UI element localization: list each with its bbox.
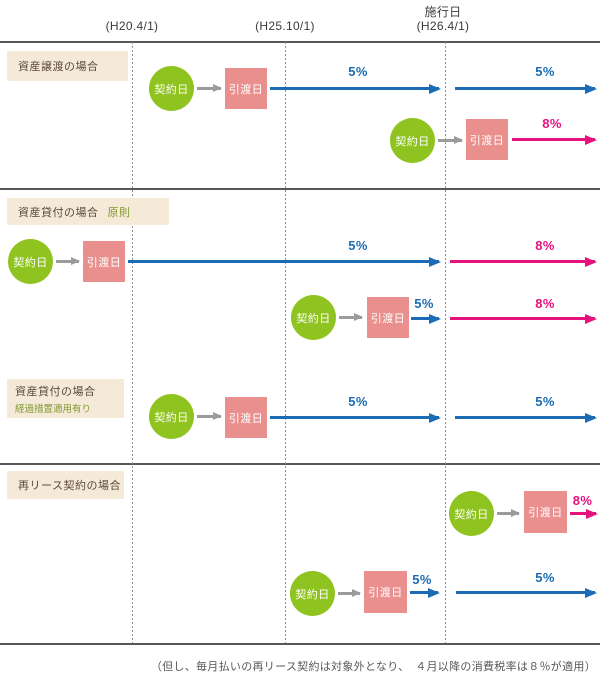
delivery-date-label: 引渡日 bbox=[528, 507, 563, 519]
contract-date-node: 契約日 bbox=[390, 118, 435, 163]
contract-date-node: 契約日 bbox=[290, 571, 335, 616]
contract-date-label: 契約日 bbox=[13, 256, 48, 269]
bottom-divider bbox=[0, 643, 600, 645]
rate-label: 5% bbox=[348, 394, 368, 409]
section-3-subtitle: 経過措置適用有り bbox=[15, 403, 92, 415]
rate-label: 8% bbox=[535, 238, 555, 253]
dashed-line-h26 bbox=[445, 42, 446, 643]
rate-label: 5% bbox=[535, 64, 555, 79]
date-h25-label: (H25.10/1) bbox=[255, 19, 315, 33]
date-h26-label: (H26.4/1) bbox=[416, 19, 470, 33]
delivery-date-label: 引渡日 bbox=[370, 312, 406, 325]
tax-rate-arrow bbox=[128, 260, 439, 263]
tax-rate-arrow bbox=[270, 87, 439, 90]
delivery-date-node: 引渡日 bbox=[524, 491, 567, 533]
tax-rate-arrow bbox=[456, 591, 595, 594]
dashed-line-h25 bbox=[285, 42, 286, 643]
tax-rate-arrow bbox=[512, 138, 595, 141]
date-h20-label: (H20.4/1) bbox=[105, 19, 159, 33]
contract-date-label: 契約日 bbox=[296, 312, 331, 325]
tax-rate-arrow bbox=[450, 260, 595, 263]
rate-label: 8% bbox=[535, 296, 555, 311]
delivery-date-label: 引渡日 bbox=[228, 83, 264, 96]
connector-arrow-icon bbox=[338, 592, 360, 595]
section-divider-2 bbox=[0, 463, 600, 465]
delivery-date-label: 引渡日 bbox=[86, 256, 122, 269]
tax-rate-arrow bbox=[450, 317, 595, 320]
rate-label: 8% bbox=[542, 116, 562, 131]
contract-date-node: 契約日 bbox=[149, 66, 194, 111]
enforcement-day-label: 施行日 bbox=[424, 5, 462, 19]
tax-rate-arrow bbox=[270, 416, 439, 419]
contract-date-node: 契約日 bbox=[449, 491, 494, 536]
section-3-title: 資産貸付の場合 bbox=[15, 385, 96, 398]
connector-arrow-icon bbox=[438, 139, 462, 142]
tax-rate-arrow bbox=[455, 87, 595, 90]
section-4-title: 再リース契約の場合 bbox=[18, 480, 121, 492]
contract-date-node: 契約日 bbox=[8, 239, 53, 284]
header-divider bbox=[0, 41, 600, 43]
delivery-date-node: 引渡日 bbox=[466, 119, 508, 160]
contract-date-label: 契約日 bbox=[395, 135, 430, 148]
contract-date-label: 契約日 bbox=[295, 588, 330, 601]
tax-rate-arrow bbox=[410, 591, 438, 594]
contract-date-label: 契約日 bbox=[454, 508, 489, 521]
contract-date-node: 契約日 bbox=[149, 394, 194, 439]
rate-label: 5% bbox=[535, 570, 555, 585]
rate-label: 5% bbox=[412, 572, 432, 587]
section-2-title: 資産貸付の場合 bbox=[18, 206, 99, 219]
delivery-date-node: 引渡日 bbox=[364, 571, 407, 613]
rate-label: 5% bbox=[414, 296, 434, 311]
contract-date-label: 契約日 bbox=[154, 83, 189, 96]
section-3-title-box: 資産貸付の場合 経過措置適用有り bbox=[7, 379, 124, 418]
section-1-title-box: 資産譲渡の場合 bbox=[7, 51, 128, 81]
rate-label: 8% bbox=[572, 493, 593, 508]
delivery-date-label: 引渡日 bbox=[228, 412, 264, 425]
delivery-date-node: 引渡日 bbox=[83, 241, 125, 282]
section-2-title-box: 資産貸付の場合 原則 bbox=[7, 198, 169, 225]
delivery-date-node: 引渡日 bbox=[225, 68, 267, 109]
tax-rate-arrow bbox=[455, 416, 595, 419]
connector-arrow-icon bbox=[339, 316, 362, 319]
delivery-date-label: 引渡日 bbox=[469, 134, 505, 147]
tax-rate-arrow bbox=[411, 317, 439, 320]
connector-arrow-icon bbox=[197, 87, 221, 90]
delivery-date-node: 引渡日 bbox=[367, 297, 409, 338]
tax-rate-arrow bbox=[570, 512, 596, 515]
rate-label: 5% bbox=[348, 64, 368, 79]
connector-arrow-icon bbox=[197, 415, 221, 418]
delivery-date-label: 引渡日 bbox=[368, 587, 403, 599]
footnote-text: （但し、毎月払いの再リース契約は対象外となり、 ４月以降の消費税率は８％が適用） bbox=[150, 661, 596, 673]
rate-label: 5% bbox=[348, 238, 368, 253]
contract-date-label: 契約日 bbox=[154, 411, 189, 424]
section-1-title: 資産譲渡の場合 bbox=[18, 61, 99, 73]
delivery-date-node: 引渡日 bbox=[225, 397, 267, 438]
contract-date-node: 契約日 bbox=[291, 295, 336, 340]
connector-arrow-icon bbox=[497, 512, 519, 515]
section-2-subtitle: 原則 bbox=[107, 206, 131, 219]
rate-label: 5% bbox=[535, 394, 555, 409]
dashed-line-h20 bbox=[132, 42, 133, 643]
connector-arrow-icon bbox=[56, 260, 79, 263]
section-4-title-box: 再リース契約の場合 bbox=[7, 471, 124, 499]
section-divider-1 bbox=[0, 188, 600, 190]
